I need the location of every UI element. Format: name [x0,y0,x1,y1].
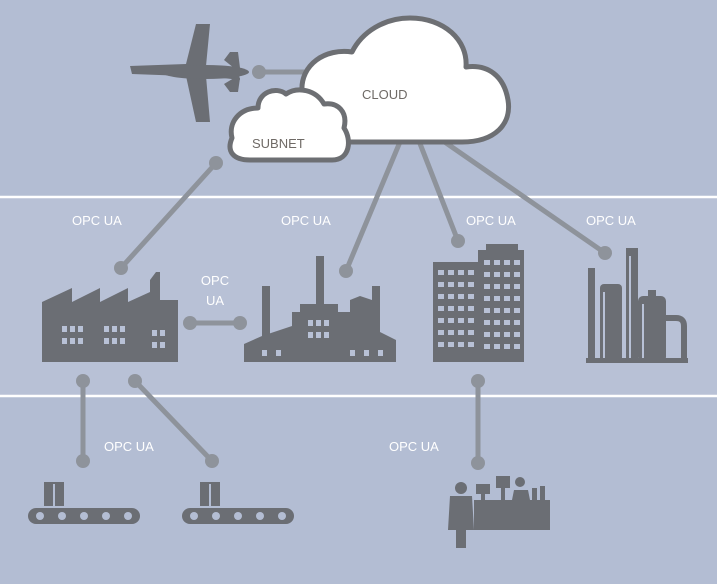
office-buildings-icon [433,244,524,362]
opc-ua-label-workstation: OPC UA [389,439,439,454]
opc-ua-label-conveyors: OPC UA [104,439,154,454]
connector-factory-conveyor-2 [132,378,215,464]
subnet-cloud-shape [227,87,351,163]
conveyor-icon [182,482,294,524]
workstation-icon [448,476,550,548]
conveyor-icon [28,482,140,524]
building-windows [438,260,520,349]
opc-ua-label-factory-1: OPC UA [72,213,122,228]
opc-ua-label-buildings: OPC UA [466,213,516,228]
opc-ua-label-factory-2: OPC UA [281,213,331,228]
cloud-label: CLOUD [362,87,408,102]
refinery-icon [586,248,688,363]
subnet-label: SUBNET [252,136,305,151]
connector-subnet-factory [118,160,219,271]
factory-chimneys-icon [244,256,396,362]
airplane-icon [130,24,249,122]
opc-label-between-factories: OPC [200,273,230,288]
factory-icon [42,272,178,362]
opc-ua-label-refinery: OPC UA [586,213,636,228]
ua-label-between-factories: UA [205,293,225,308]
